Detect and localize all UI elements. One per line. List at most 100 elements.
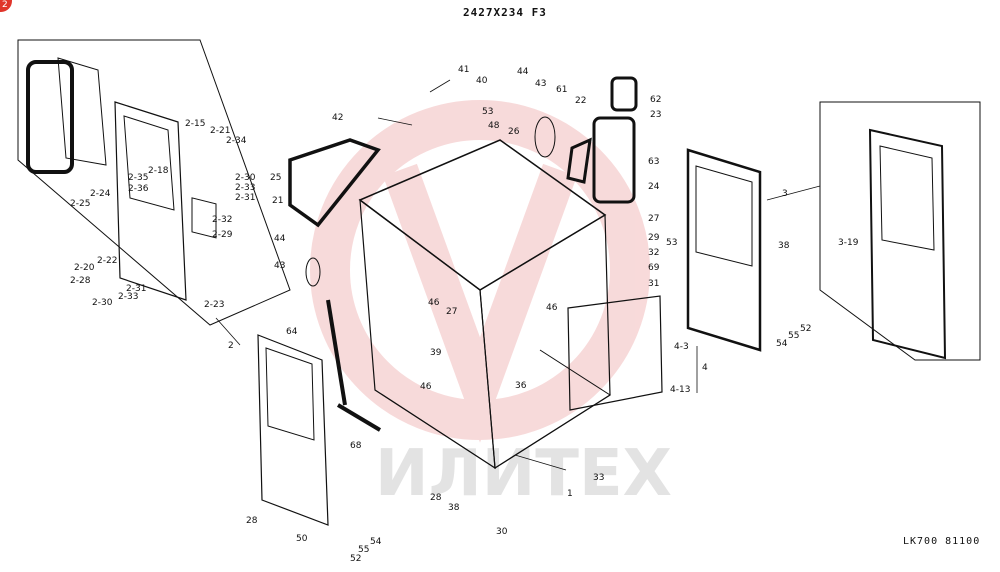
callout-label: 55 [358,545,369,555]
callout-label: 36 [515,381,527,391]
callout-label: 52 [350,554,361,564]
right-panel-window [879,145,935,251]
callout-label: 2-20 [74,263,95,273]
quarter-glass-seal [566,137,592,184]
callout-label: 4-3 [674,342,689,352]
callout-label: 2-29 [212,230,233,240]
callout-label: 2-33 [235,183,255,193]
callout-label: 40 [476,76,488,86]
callout-label: 38 [448,503,460,513]
callout-label: 28 [430,493,442,503]
callout-label: 32 [648,248,659,258]
callout-label: 2-30 [92,298,113,308]
callout-label: 68 [350,441,362,451]
callout-label: 48 [488,121,500,131]
left-door-panel [114,101,187,301]
callout-label: 41 [458,65,469,75]
front-windshield-seal [288,138,381,228]
front-left-door [257,334,329,526]
callout-label: 61 [556,85,567,95]
callout-label: 43 [535,79,546,89]
left-panel-callouts: 2-15 2-21 2-34 2-18 2-35 2-36 2-30 2-33 … [70,119,256,351]
right-panel-frame [819,101,981,361]
watermark-text: ИЛИТЕХ [375,437,672,511]
callout-label: 63 [648,157,659,167]
callout-label: 2-31 [126,284,146,294]
callout-label: 2-32 [212,215,232,225]
leader-lines [215,79,821,471]
callout-label: 3 [782,189,788,199]
callout-label: 2-35 [128,173,148,183]
callout-label: 29 [648,233,660,243]
callout-label: 4 [702,363,708,373]
lock-assembly [191,197,217,239]
callout-label: 2 [228,341,234,351]
callout-label: 24 [648,182,660,192]
callout-label: 2-30 [235,173,256,183]
callout-label: 31 [648,279,659,289]
callout-label: 23 [650,110,661,120]
bottom-seal-strip [336,403,382,432]
watermark-logo [310,100,650,443]
small-glass-seal [610,76,638,112]
callout-label: 46 [428,298,440,308]
callout-label: 26 [508,127,520,137]
drawing-number: 2427X234 F3 [463,6,547,19]
callout-label: 4-13 [670,385,690,395]
callout-label: 2-36 [128,184,149,194]
callout-label: 27 [446,307,457,317]
callout-label: 69 [648,263,660,273]
right-door-in-panel [868,128,947,360]
callout-label: 52 [800,324,811,334]
callout-label: 50 [296,534,308,544]
callout-label: 62 [650,95,661,105]
callout-label: 53 [482,107,493,117]
cab-floor [374,349,611,469]
callout-label: 28 [246,516,258,526]
left-door-window [123,115,175,211]
callout-label: 64 [286,327,298,337]
callout-label: 39 [430,348,442,358]
callout-label: 2-21 [210,126,230,136]
callout-label: 2-25 [70,199,90,209]
callout-label: 2-23 [204,300,224,310]
side-mirror [305,257,321,287]
left-door-glass [57,57,107,166]
callout-label: 42 [332,113,343,123]
callout-label: 2-24 [90,189,111,199]
callout-label: 25 [270,173,281,183]
left-door-seal [26,60,74,174]
watermark-glyph [383,163,577,443]
callout-label: 54 [776,339,788,349]
callout-label: 2-31 [235,193,255,203]
right-callouts: 3 38 53 3-19 52 54 55 [666,189,859,349]
callout-label: 22 [575,96,586,106]
callout-label: 55 [788,331,799,341]
side-window-panel [567,295,663,411]
callout-label: 33 [593,473,604,483]
callout-label: 2-28 [70,276,91,286]
callout-label: 46 [420,382,432,392]
callout-label: 21 [272,196,283,206]
callout-label: 1 [567,489,573,499]
left-panel-frame [17,39,291,326]
callout-label: 38 [778,241,790,251]
callout-label: 2-33 [118,292,138,302]
mirror [534,116,556,158]
callout-label: 27 [648,214,659,224]
center-callouts: 41 40 53 42 48 44 43 61 22 62 23 26 63 2… [246,65,708,564]
right-door [686,148,762,352]
callout-label: 53 [666,238,677,248]
callout-label: 46 [546,303,558,313]
callout-label: 54 [370,537,382,547]
callout-label: 3-19 [838,238,859,248]
right-door-window [695,165,753,267]
callout-label: 2-22 [97,256,117,266]
door-seal-strip [326,299,347,406]
callout-label: 43 [274,261,285,271]
callout-label: 44 [517,67,529,77]
callout-label: 2-18 [148,166,169,176]
callout-label: 44 [274,234,286,244]
callout-label: 2-34 [226,136,247,146]
